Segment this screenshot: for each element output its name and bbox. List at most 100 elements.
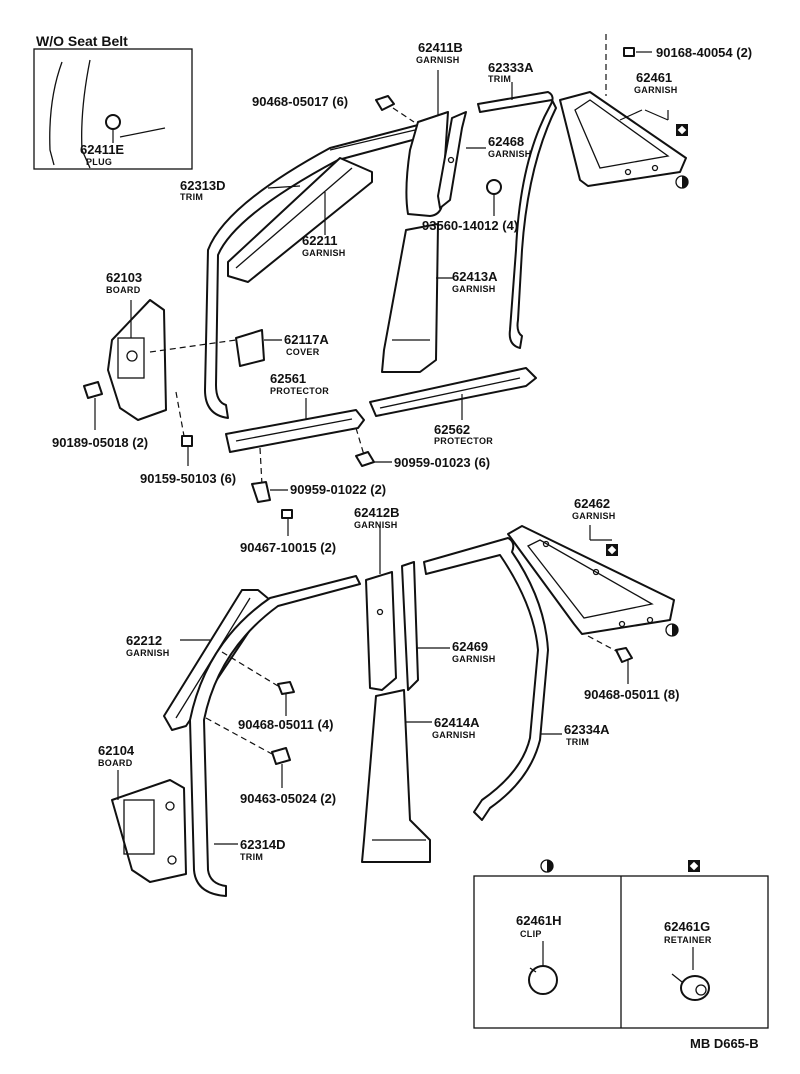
clip-90463-05024 [271,747,291,765]
label-62103-number: 62103 [106,270,142,285]
label-62333A-name: TRIM [488,74,511,84]
label-62412B-number: 62412B [354,505,400,520]
screw-90159-50103 [181,435,193,447]
label-62334A-number: 62334A [564,722,610,737]
label-90959-01022-number: 90959-01022 (2) [290,482,386,497]
label-62561-name: PROTECTOR [270,386,329,396]
leader-62461b [644,109,669,121]
garnish-62211-inner [235,167,353,269]
garnish-62412B [365,571,397,691]
clip-symbol-fill [547,860,553,872]
label-62117A-number: 62117A [284,332,329,347]
garnish-62462-hole3 [592,568,600,576]
board-62104-panel [123,799,155,855]
cover-62117A [235,329,265,367]
garnish-62461-window [574,99,670,169]
board-62104-hole1 [165,801,175,811]
retainer-icon [680,975,710,1001]
part-labels: 62411E PLUG 62411B GARNISH 62333A TRIM 9… [52,40,752,862]
label-90468-05011-4-number: 90468-05011 (4) [238,717,333,732]
garnish-62462 [507,525,675,635]
legend-clip-name: CLIP [520,929,542,939]
garnish-62469 [401,561,419,691]
trim-62334A [423,537,549,821]
label-62468-name: GARNISH [488,149,532,159]
dash-90468-05011-4 [221,651,279,687]
label-90468-05011-8-number: 90468-05011 (8) [584,687,679,702]
trim-62333A [477,91,557,349]
label-90467-number: 90467-10015 (2) [240,540,336,555]
label-90463-number: 90463-05024 (2) [240,791,336,806]
garnish-62462-hole2 [646,616,654,624]
dash-90159 [175,391,185,437]
garnish-62412B-hole [376,608,384,616]
legend-clip-number: 62461H [516,913,562,928]
retainer-symbol-inner [689,861,699,871]
roof-trim-inner [329,129,416,151]
label-62461-number: 62461 [636,70,672,85]
dash-90463 [205,717,273,755]
board-62104 [111,779,187,883]
clip-90468-05011-8 [615,647,633,663]
label-62461-name: GARNISH [634,85,678,95]
dash-62561-b [355,427,365,456]
dash-62117A [149,339,237,353]
label-62413A-number: 62413A [452,269,498,284]
screw-90168-40054 [623,47,635,57]
inset-title: W/O Seat Belt [36,33,128,49]
label-62103-name: BOARD [106,285,141,295]
label-90468-05017-number: 90468-05017 (6) [252,94,348,109]
inset-box: W/O Seat Belt [33,33,193,170]
inset-arrow [119,127,166,138]
garnish-62211 [227,157,373,283]
dash-90468-05017 [392,107,415,123]
label-62411B-number: 62411B [418,40,463,55]
board-62103 [107,299,167,421]
garnish-62461 [559,91,687,187]
clip-90959-01022 [251,481,271,503]
label-62413A-name: GARNISH [452,284,496,294]
retainer-icon-center [695,984,707,996]
label-62462-number: 62462 [574,496,610,511]
label-62104-name: BOARD [98,758,133,768]
label-90168-number: 90168-40054 (2) [656,45,752,60]
label-62411E-name: PLUG [86,157,112,167]
screw-93560-14012 [486,179,502,195]
inset-frame [33,48,193,170]
label-62212-name: GARNISH [126,648,170,658]
clip-90468-05017 [375,95,395,111]
clip-icon-tab [529,967,537,973]
garnish-62414A [361,689,431,863]
label-62411E-number: 62411E [80,142,124,157]
garnish-62468 [437,111,467,209]
label-62462-name: GARNISH [572,511,616,521]
garnish-62461-hole2 [651,164,659,172]
garnish-62461-hole1 [624,168,632,176]
protector-62561 [225,409,365,453]
retainer-icon-pin [671,973,683,983]
garnish-62462-window [527,539,654,619]
label-62469-name: GARNISH [452,654,496,664]
garnish-62413A [381,223,439,373]
label-62468-number: 62468 [488,134,524,149]
board-62104-hole2 [167,855,177,865]
leader-62461 [619,109,643,121]
label-62414A-number: 62414A [434,715,480,730]
clip-90467-10015 [281,509,293,519]
label-62333A-number: 62333A [488,60,534,75]
label-62212-number: 62212 [126,633,162,648]
leader-62313D [267,185,301,189]
label-62334A-name: TRIM [566,737,589,747]
clip-icon [528,965,558,995]
label-93560-number: 93560-14012 (4) [422,218,518,233]
garnish-62468-hole [447,156,455,164]
label-62117A-name: COVER [286,347,320,357]
clip-mark-lower-fill [672,624,678,636]
label-62104-number: 62104 [98,743,135,758]
label-62411B-name: GARNISH [416,55,460,65]
label-62562-number: 62562 [434,422,470,437]
board-62103-hole [126,350,138,362]
clip-90189-05018 [83,381,103,399]
